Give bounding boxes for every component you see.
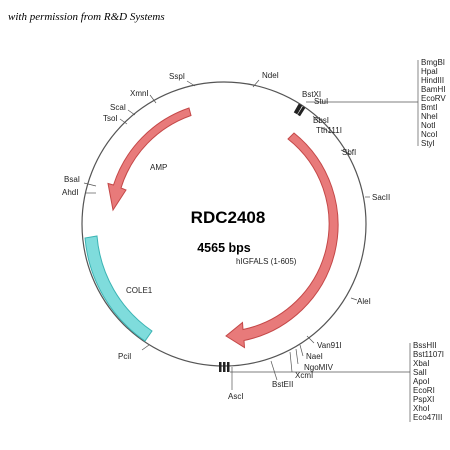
amp-arrow (107, 107, 192, 212)
mcs-bottom-list: BssHII Bst1107I XbaI SalI ApoI EcoRI Psp… (413, 341, 444, 422)
mcs-top-list: BmgBI HpaI HindIII BamHI EcoRV BmtI NheI… (421, 58, 446, 148)
site-sspi: SspI (169, 72, 185, 81)
site-bstxi: BstXI (302, 90, 321, 99)
mcs-top-bracket (306, 60, 419, 146)
mcs-top-item: BamHI (421, 85, 445, 94)
site-sacii: SacII (372, 193, 390, 202)
site-ahdi: AhdI (62, 188, 78, 197)
site-stui: StuI (314, 97, 328, 106)
mcs-top-item: NotI (421, 121, 436, 130)
mcs-bottom-item: SalI (413, 368, 427, 377)
feature-label-igfals: hIGFALS (1-605) (236, 257, 297, 266)
plasmid-size: 4565 bps (197, 241, 251, 255)
site-xcmi: XcmI (295, 371, 313, 380)
mcs-bottom-item: XbaI (413, 359, 429, 368)
mcs-bottom-item: XhoI (413, 404, 429, 413)
mcs-top-item: HpaI (421, 67, 438, 76)
mcs-bottom-item: Eco47III (413, 413, 442, 422)
mcs-top-item: BmgBI (421, 58, 445, 67)
mcs-top-item: NcoI (421, 130, 437, 139)
site-tsoi: TsoI (103, 114, 118, 123)
site-xmni: XmnI (130, 89, 149, 98)
site-scai: ScaI (110, 103, 126, 112)
plasmid-name: RDC2408 (191, 208, 266, 227)
site-ndei: NdeI (262, 71, 279, 80)
site-naei: NaeI (306, 352, 323, 361)
site-sbfi: SbfI (342, 148, 356, 157)
igfals-arrow (225, 132, 339, 349)
cut-marks-top (293, 103, 306, 117)
mcs-top-item: EcoRV (421, 94, 446, 103)
site-ngomiv: NgoMIV (304, 363, 334, 372)
mcs-bottom-item: PspXI (413, 395, 434, 404)
site-pcii: PciI (118, 352, 131, 361)
credit-text: with permission from R&D Systems (8, 11, 165, 23)
mcs-bottom-bracket (230, 343, 411, 422)
feature-label-amp: AMP (150, 163, 167, 172)
site-bbsi: BbsI (313, 116, 329, 125)
site-alei: AleI (357, 297, 371, 306)
feature-label-cole1: COLE1 (126, 286, 153, 295)
mcs-bottom-item: EcoRI (413, 386, 435, 395)
mcs-bottom-item: Bst1107I (413, 350, 444, 359)
mcs-top-item: NheI (421, 112, 438, 121)
cut-marks-bottom (219, 362, 230, 372)
site-bsteii: BstEII (272, 380, 293, 389)
site-tth111i: Tth111I (316, 126, 342, 135)
mcs-bottom-item: ApoI (413, 377, 429, 386)
mcs-bottom-item: BssHII (413, 341, 437, 350)
site-van91i: Van91I (317, 341, 342, 350)
cole1-feature (84, 235, 153, 342)
site-asci: AscI (228, 392, 244, 401)
site-bsai: BsaI (64, 175, 80, 184)
mcs-top-item: HindIII (421, 76, 444, 85)
site-leaders (83, 79, 370, 390)
mcs-top-item: BmtI (421, 103, 437, 112)
mcs-top-item: StyI (421, 139, 435, 148)
